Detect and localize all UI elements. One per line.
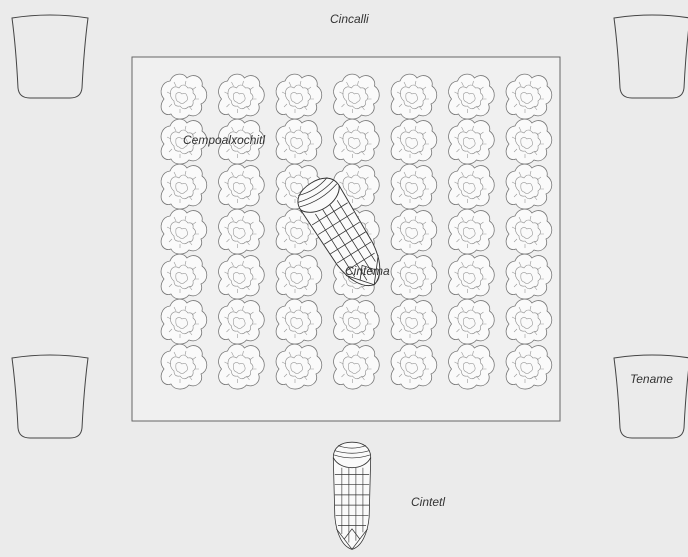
vessel-icon-top-right (614, 15, 688, 98)
vessel-icon-top-left (12, 15, 88, 98)
label-cempoalxochitl: Cempoalxochitl (183, 133, 265, 147)
corn-cob-icon-bottom (333, 442, 370, 549)
vessel-icon-bottom-left (12, 355, 88, 438)
label-cintema: Cintema (345, 264, 390, 278)
label-cintetl: Cintetl (411, 495, 445, 509)
label-cincalli: Cincalli (330, 12, 369, 26)
vessel-icon-bottom-right (614, 355, 688, 438)
label-tename: Tename (630, 372, 673, 386)
